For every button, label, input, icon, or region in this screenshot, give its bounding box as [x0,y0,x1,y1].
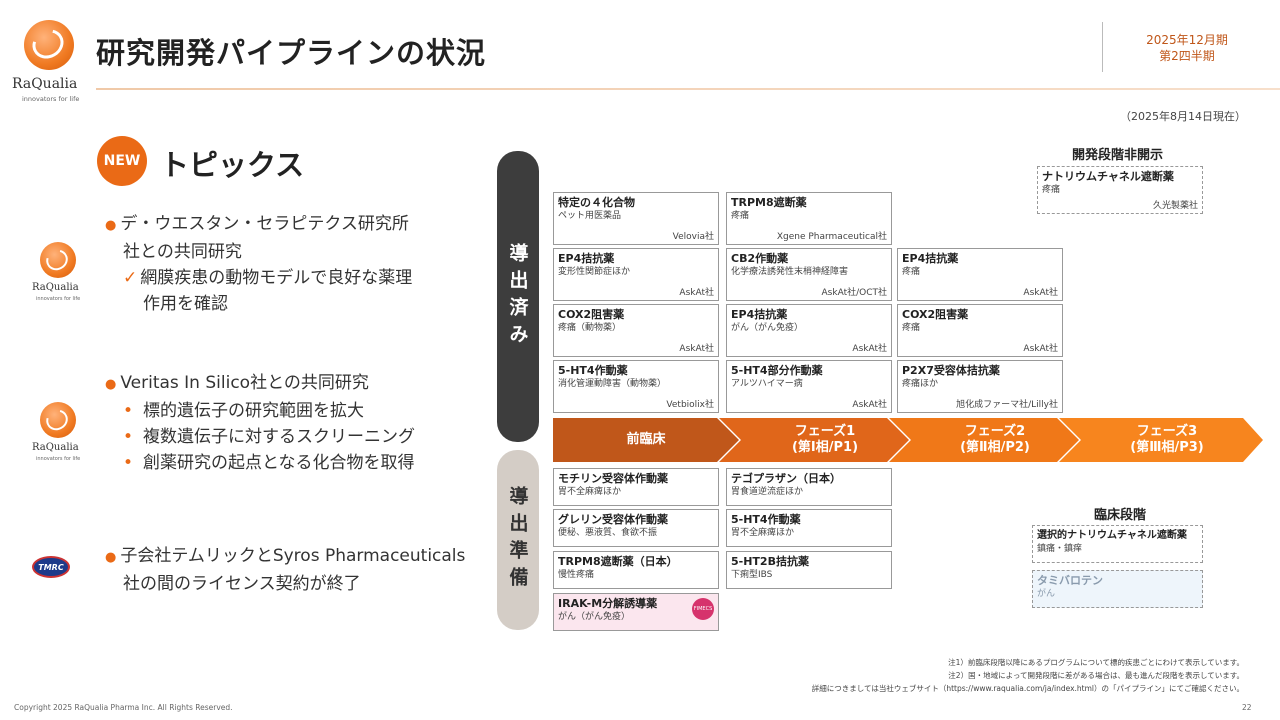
pipeline-card: グレリン受容体作動薬 便秘、悪液質、食欲不振 [553,509,719,547]
undisclosed-heading: 開発段階非開示 [1072,148,1164,163]
pipeline-card: 5-HT2B拮抗薬 下痢型IBS [726,551,892,589]
new-badge: NEW [97,136,147,186]
clinical-heading: 臨床段階 [1094,508,1147,523]
pipeline-card: P2X7受容体拮抗薬 疼痛ほか 旭化成ファーマ社/Lilly社 [897,360,1063,413]
topic-item-1: ●デ・ウエスタン・セラピテクス研究所 社との共同研究 ✓網膜疾患の動物モデルで良… [105,214,413,314]
clinical-card: 選択的ナトリウムチャネル遮断薬 鎮痛・鎮痒 [1032,525,1203,563]
logo-mark-icon [24,20,74,70]
header-rule [96,88,1280,90]
pipeline-card: テゴプラザン（日本） 胃食道逆流症ほか [726,468,892,506]
check-icon: ✓ [123,268,138,288]
sub-bullet-icon: • [123,453,134,473]
pipeline-card: EP4拮抗薬 がん（がん免疫） AskAt社 [726,304,892,357]
fiscal-year: 2025年12月期 [1146,33,1228,47]
preparing-label: 導出準備 [506,486,529,594]
bullet-icon: ● [105,218,117,233]
topic-item-3: ●子会社テムリックとSyros Pharmaceuticals 社の間のライセン… [105,546,466,594]
raqualia-mini-logo: RaQualia innovators for life [30,402,90,462]
pipeline-card: IRAK-M分解誘導薬 がん（がん免疫） FIMECS [553,593,719,631]
bullet-icon: ● [105,550,117,565]
topics-title: トピックス [160,148,305,182]
licensed-label: 導出済み [506,242,529,351]
footnotes: 注1）前臨床段階以降にあるプログラムについて標的疾患ごとにわけて表示しています。… [811,658,1244,693]
preparing-band: 導出準備 [497,450,539,630]
topic-item-2: ●Veritas In Silico社との共同研究 •標的遺伝子の研究範囲を拡大… [105,373,416,473]
pipeline-card: 5-HT4作動薬 胃不全麻痺ほか [726,509,892,547]
header-divider [1102,22,1103,72]
raqualia-logo: RaQualia innovators for life [10,18,90,108]
copyright: Copyright 2025 RaQualia Pharma Inc. All … [14,703,233,712]
pipeline-card: 特定の４化合物 ペット用医薬品 Velovia社 [553,192,719,245]
logo-tagline: innovators for life [22,95,80,103]
pipeline-card: CB2作動薬 化学療法誘発性末梢神経障害 AskAt社/OCT社 [726,248,892,301]
pipeline-card: EP4拮抗薬 変形性関節症ほか AskAt社 [553,248,719,301]
page-title: 研究開発パイプラインの状況 [96,36,487,70]
pipeline-card: TRPM8遮断薬 疼痛 Xgene Pharmaceutical社 [726,192,892,245]
page-number: 22 [1242,703,1252,712]
fiscal-period: 2025年12月期 第2四半期 [1112,32,1262,64]
licensed-band: 導出済み [497,151,539,442]
pipeline-card: 5-HT4作動薬 消化管運動障害（動物薬） Vetbiolix社 [553,360,719,413]
pipeline-card: COX2阻害薬 疼痛（動物薬） AskAt社 [553,304,719,357]
pipeline-card: モチリン受容体作動薬 胃不全麻痺ほか [553,468,719,506]
pipeline-card: EP4拮抗薬 疼痛 AskAt社 [897,248,1063,301]
tmrc-logo: TMRC [32,556,70,578]
phase-2: フェーズ2 (第Ⅱ相/P2) [960,424,1030,455]
as-of-date: （2025年8月14日現在） [1120,110,1246,123]
phase-1: フェーズ1 (第Ⅰ相/P1) [791,424,859,455]
undisclosed-card: ナトリウムチャネル遮断薬 疼痛 久光製薬社 [1037,166,1203,214]
pipeline-card: 5-HT4部分作動薬 アルツハイマー病 AskAt社 [726,360,892,413]
fimecs-logo: FIMECS [692,598,714,620]
phase-arrow-bar: 前臨床 フェーズ1 (第Ⅰ相/P1) フェーズ2 (第Ⅱ相/P2) フェーズ3 … [553,418,1263,462]
phase-arrows [553,418,1263,462]
bullet-icon: ● [105,377,117,392]
pipeline-card: TRPM8遮断薬（日本） 慢性疼痛 [553,551,719,589]
logo-text: RaQualia [12,76,78,92]
sub-bullet-icon: • [123,427,134,447]
raqualia-mini-logo: RaQualia innovators for life [30,242,90,302]
phase-3: フェーズ3 (第Ⅲ相/P3) [1130,424,1204,455]
fiscal-quarter: 第2四半期 [1159,49,1215,63]
clinical-card: タミバロテン がん [1032,570,1203,608]
pipeline-card: COX2阻害薬 疼痛 AskAt社 [897,304,1063,357]
sub-bullet-icon: • [123,401,134,421]
phase-preclinical: 前臨床 [626,432,666,447]
